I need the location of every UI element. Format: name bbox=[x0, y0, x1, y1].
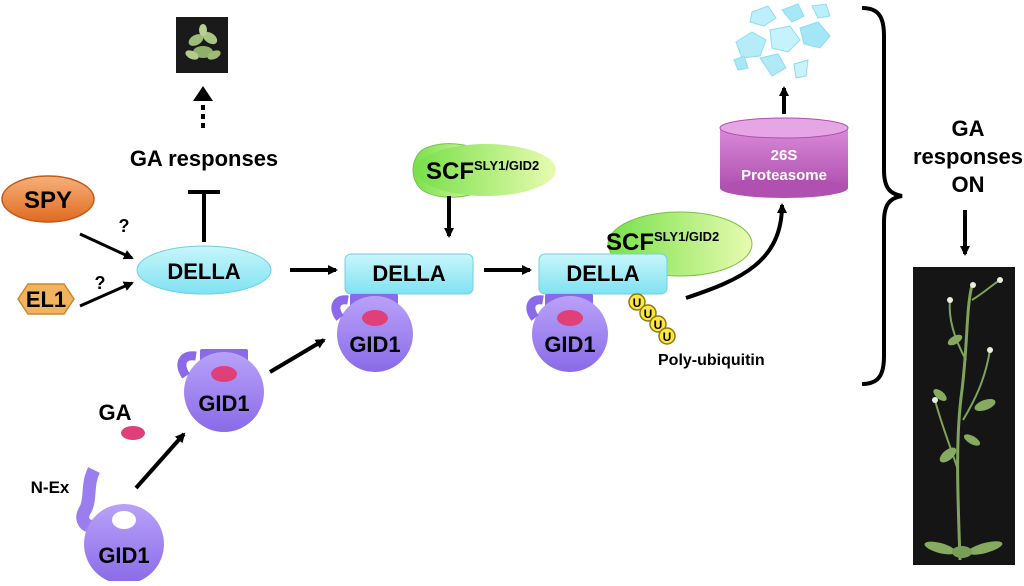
ga-responses-label: GA responses bbox=[130, 146, 278, 171]
ga-responses-on-line1: GA bbox=[952, 116, 985, 141]
ubiquitinated-complex: DELLA GID1 bbox=[526, 253, 668, 372]
gid1-nex-arm-2 bbox=[526, 295, 544, 321]
gid1-free: GID1 bbox=[76, 467, 164, 584]
ubiquitin-unit bbox=[639, 304, 657, 322]
el1-node bbox=[17, 283, 75, 315]
n-ex-label: N-Ex bbox=[31, 478, 70, 497]
el1-question-mark: ? bbox=[95, 273, 106, 293]
ubiquitin-unit bbox=[649, 315, 667, 333]
right-brace bbox=[861, 6, 903, 386]
gid1-bound-label-2: GID1 bbox=[544, 332, 595, 357]
gid1-free-body bbox=[84, 504, 164, 584]
gid1-bound-label: GID1 bbox=[349, 332, 400, 357]
inhibition-bar bbox=[188, 190, 220, 242]
ubiquitin-unit bbox=[628, 293, 646, 311]
della-bound-label: DELLA bbox=[372, 261, 445, 286]
to-proteasome-arrow bbox=[685, 203, 787, 300]
ubiquitin-unit-label: U bbox=[633, 296, 642, 310]
ga-responses-on-line3: ON bbox=[952, 172, 985, 197]
gid1-to-complex-arrow bbox=[268, 338, 326, 374]
spy-to-della-arrow bbox=[79, 232, 134, 260]
ubiquitin-unit-label: U bbox=[663, 330, 672, 344]
ubiquitin-unit bbox=[658, 327, 676, 345]
gid1-free-label: GID1 bbox=[98, 543, 149, 568]
bolting-plant-photo bbox=[913, 267, 1015, 565]
spy-label: SPY bbox=[24, 187, 72, 214]
gid1-free-pocket bbox=[112, 511, 136, 529]
della-ubiquitinated bbox=[538, 253, 668, 295]
gid1-nex-arm-3 bbox=[177, 351, 197, 379]
proteasome-top bbox=[719, 117, 849, 139]
poly-ubiquitin-label: Poly-ubiquitin bbox=[658, 352, 765, 369]
scf-notch bbox=[516, 180, 556, 200]
ga-molecule-free bbox=[121, 426, 145, 440]
poly-ubiquitin-chain: U U U U bbox=[628, 293, 676, 345]
spy-node bbox=[1, 175, 95, 223]
della-bound bbox=[344, 253, 474, 295]
dotted-arrow-head bbox=[193, 86, 213, 101]
spy-question-mark: ? bbox=[119, 216, 130, 236]
gid1-free-nex-extension bbox=[76, 467, 101, 533]
gid1-body-2 bbox=[532, 296, 608, 372]
proteasome-label-line1: 26S bbox=[771, 147, 798, 164]
della-free bbox=[136, 245, 272, 295]
ga-responses-on-line2: responses bbox=[913, 144, 1023, 169]
ubiquitin-unit-label: U bbox=[644, 307, 653, 321]
ga-molecule-bound-2 bbox=[557, 310, 583, 326]
proteasome-bottom bbox=[720, 178, 848, 198]
scf-top-label: SCFSLY1/GID2 bbox=[426, 158, 539, 185]
el1-to-della-arrow bbox=[79, 281, 134, 308]
gid1-ga-bound: GID1 bbox=[177, 349, 264, 432]
della-ubiquitinated-label: DELLA bbox=[566, 261, 639, 286]
proteasome-26s: 26S Proteasome bbox=[719, 117, 849, 198]
scf-complex-top-body bbox=[416, 144, 556, 196]
ga-molecule-bound-3 bbox=[211, 366, 237, 382]
gid1-body-3 bbox=[184, 352, 264, 432]
della-free-label: DELLA bbox=[167, 259, 240, 284]
el1-label: EL1 bbox=[26, 287, 66, 312]
della-gid1-complex: DELLA GID1 bbox=[331, 253, 474, 372]
ga-binding-arrow bbox=[134, 432, 186, 490]
gid1-body bbox=[337, 296, 413, 372]
gid1-nex-arm bbox=[331, 295, 349, 321]
ga-label: GA bbox=[99, 400, 132, 425]
ubiquitin-unit-label: U bbox=[654, 318, 663, 332]
rosette-plant-photo bbox=[176, 17, 228, 73]
scf-bound-label: SCFSLY1/GID2 bbox=[606, 229, 719, 256]
proteasome-label-line2: Proteasome bbox=[741, 167, 827, 184]
degraded-peptide-fragments bbox=[733, 3, 831, 79]
ga-molecule-bound bbox=[362, 310, 388, 326]
gid1-ga-label: GID1 bbox=[198, 391, 249, 416]
